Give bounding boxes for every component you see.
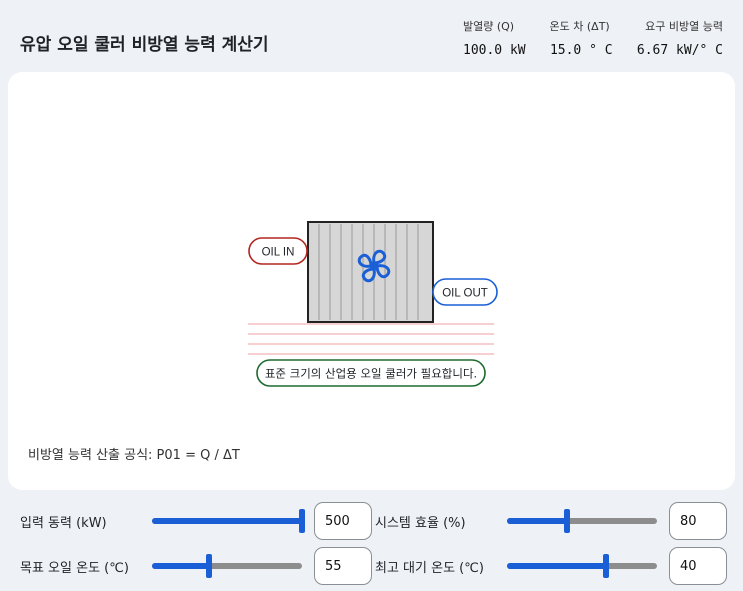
slider-fill xyxy=(507,518,567,524)
system-efficiency-slider[interactable] xyxy=(507,509,657,533)
system-efficiency-label: 시스템 효율 (%) xyxy=(375,515,466,531)
max-ambient-temp-slider[interactable] xyxy=(507,554,657,578)
slider-thumb[interactable] xyxy=(206,554,212,578)
system-efficiency-control: 시스템 효율 (%) 80 xyxy=(375,502,727,540)
summary-stats: 발열량 (Q) 온도 차 (ΔT) 요구 비방열 능력 100.0 kW 15.… xyxy=(463,18,723,58)
slider-fill xyxy=(507,563,606,569)
slider-thumb[interactable] xyxy=(603,554,609,578)
target-oil-temp-field[interactable]: 55 xyxy=(314,547,372,585)
result-message-badge xyxy=(256,359,486,387)
system-efficiency-field[interactable]: 80 xyxy=(669,502,727,540)
formula-text: 비방열 능력 산출 공식: P01 = Q / ΔT xyxy=(28,448,240,463)
result-message: 표준 크기의 산업용 오일 쿨러가 필요합니다. xyxy=(265,367,477,381)
oil-out-badge xyxy=(432,278,498,306)
input-power-field[interactable]: 500 xyxy=(314,502,372,540)
target-oil-temp-label: 목표 오일 온도 (℃) xyxy=(20,560,129,576)
heat-load-label: 발열량 (Q) xyxy=(463,20,515,33)
airflow-lines xyxy=(248,323,494,355)
max-ambient-temp-label: 최고 대기 온도 (℃) xyxy=(375,560,484,576)
max-ambient-temp-control: 최고 대기 온도 (℃) 40 xyxy=(375,547,727,585)
cooler-diagram: OIL IN OIL OUT 표준 크기의 산업용 오일 쿨러가 필요합니다. xyxy=(248,221,498,387)
required-capacity-label: 요구 비방열 능력 xyxy=(645,20,723,33)
slider-fill xyxy=(152,518,302,524)
slider-fill xyxy=(152,563,209,569)
diagram-panel: OIL IN OIL OUT 표준 크기의 산업용 오일 쿨러가 필요합니다. … xyxy=(8,72,735,490)
temp-diff-label: 온도 차 (ΔT) xyxy=(549,20,610,33)
heat-load-value: 100.0 kW xyxy=(463,43,526,58)
app-title: 유압 오일 쿨러 비방열 능력 계산기 xyxy=(20,35,269,55)
max-ambient-temp-field[interactable]: 40 xyxy=(669,547,727,585)
target-oil-temp-control: 목표 오일 온도 (℃) 55 xyxy=(20,547,372,585)
input-power-slider[interactable] xyxy=(152,509,305,533)
oil-in-badge xyxy=(248,237,308,265)
slider-thumb[interactable] xyxy=(299,509,305,533)
input-power-control: 입력 동력 (kW) 500 xyxy=(20,502,372,540)
cooler-radiator xyxy=(307,221,434,323)
oil-in-label: OIL IN xyxy=(262,247,295,259)
slider-thumb[interactable] xyxy=(564,509,570,533)
oil-out-label: OIL OUT xyxy=(442,288,488,300)
input-power-label: 입력 동력 (kW) xyxy=(20,515,107,531)
fan-icon xyxy=(357,249,391,283)
target-oil-temp-slider[interactable] xyxy=(152,554,302,578)
required-capacity-value: 6.67 kW/° C xyxy=(636,43,723,58)
temp-diff-value: 15.0 ° C xyxy=(549,43,613,58)
